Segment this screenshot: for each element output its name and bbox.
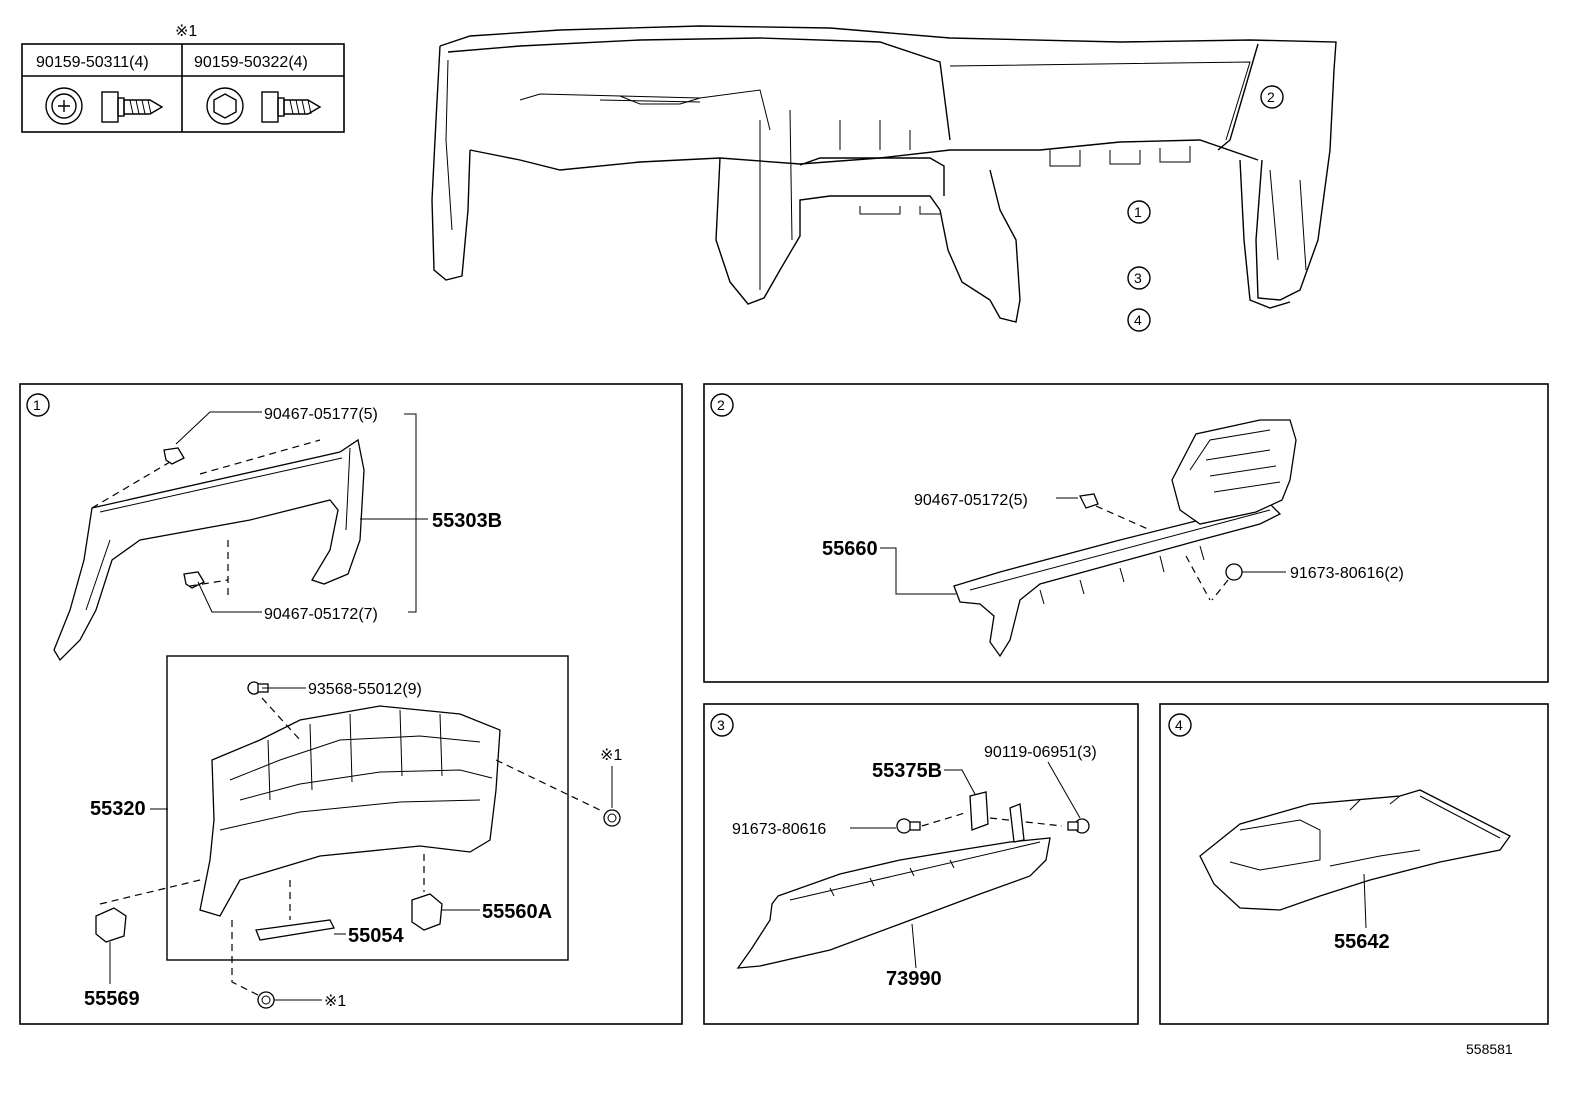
screw-note1-bottom-icon: [257, 991, 275, 1009]
label-note-right: ※1: [600, 747, 622, 764]
label-screw-91673-2: 91673-80616(2): [1290, 565, 1404, 582]
panel-4-index: 4: [1168, 713, 1192, 737]
clip-top-icon: [163, 447, 185, 465]
lower-cover-55642: [1199, 789, 1511, 911]
label-clip-90467: 90467-05172(5): [914, 492, 1028, 509]
svg-text:1: 1: [1134, 204, 1142, 220]
diagram-reference-number: 558581: [1466, 1041, 1513, 1057]
panel-3: 3 55375B 90119-06951(3) 91673-80616 7399…: [703, 703, 1139, 1025]
label-cover-55303b: 55303B: [432, 510, 502, 532]
svg-text:2: 2: [1267, 89, 1275, 105]
fastener-legend: ※1 90159-50311(4) 90159-50322(4): [21, 23, 345, 133]
legend-part-no-1: 90159-50311(4): [36, 54, 149, 71]
label-damper-55560a: 55560A: [482, 901, 552, 923]
glove-door-73990: [736, 803, 1051, 969]
legend-note-mark: ※1: [175, 23, 197, 40]
lower-panel-cover: [53, 438, 365, 662]
legend-part-no-2: 90159-50322(4): [194, 54, 308, 71]
label-cover-55642: 55642: [1334, 931, 1390, 953]
screw-91673-icon: [1225, 563, 1243, 581]
label-panel-55660: 55660: [822, 538, 878, 560]
tapping-screw-icon: [101, 91, 164, 123]
screw-note1-right-icon: [603, 809, 621, 827]
bolt-90119-icon: [1067, 818, 1090, 834]
label-screw-91673: 91673-80616: [732, 821, 826, 838]
panel-1: 1 90467-05177(5) 55303B 90467-05172(7): [19, 383, 683, 1025]
overview-callout-2: 2: [1260, 85, 1284, 109]
svg-text:4: 4: [1134, 312, 1142, 328]
svg-text:3: 3: [1134, 270, 1142, 286]
label-screw-93568: 93568-55012(9): [308, 681, 422, 698]
center-cluster-panel: [953, 419, 1297, 658]
svg-text:1: 1: [33, 397, 41, 413]
panel-2-index: 2: [710, 393, 734, 417]
svg-text:2: 2: [717, 397, 725, 413]
overview-callout-3: 3: [1127, 266, 1151, 290]
label-rod-55054: 55054: [348, 925, 404, 947]
instrument-panel-overview: 2 1 3 4: [431, 25, 1337, 332]
stopper-55569: [95, 907, 127, 943]
label-box-55320: 55320: [90, 798, 146, 820]
panel-2: 2 90467-05172(5) 55660 91673-80616(2): [703, 383, 1549, 683]
panel-1-index: 1: [26, 393, 50, 417]
clip-90467-icon: [1079, 493, 1099, 509]
hex-tapping-screw-icon: [261, 91, 322, 123]
label-bracket-55375b: 55375B: [872, 760, 942, 782]
svg-text:3: 3: [717, 717, 725, 733]
damper-55560a: [411, 893, 443, 931]
rod-55054: [255, 919, 335, 941]
svg-text:4: 4: [1175, 717, 1183, 733]
label-stopper-55569: 55569: [84, 988, 140, 1010]
bracket-55375b: [969, 791, 989, 831]
hex-screw-head-icon: [206, 87, 244, 125]
panel-3-index: 3: [710, 713, 734, 737]
screw-91673-panel3-icon: [896, 818, 921, 834]
label-note-bottom: ※1: [324, 993, 346, 1010]
panel-4: 4 55642: [1159, 703, 1549, 1025]
glove-box-housing: [199, 705, 501, 917]
overview-callout-4: 4: [1127, 308, 1151, 332]
overview-callout-1: 1: [1127, 200, 1151, 224]
label-bolt-90119: 90119-06951(3): [984, 744, 1097, 761]
label-clip-bottom: 90467-05172(7): [264, 606, 378, 623]
label-clip-top: 90467-05177(5): [264, 406, 378, 423]
label-door-73990: 73990: [886, 968, 942, 990]
phillips-screw-head-icon: [45, 87, 83, 125]
